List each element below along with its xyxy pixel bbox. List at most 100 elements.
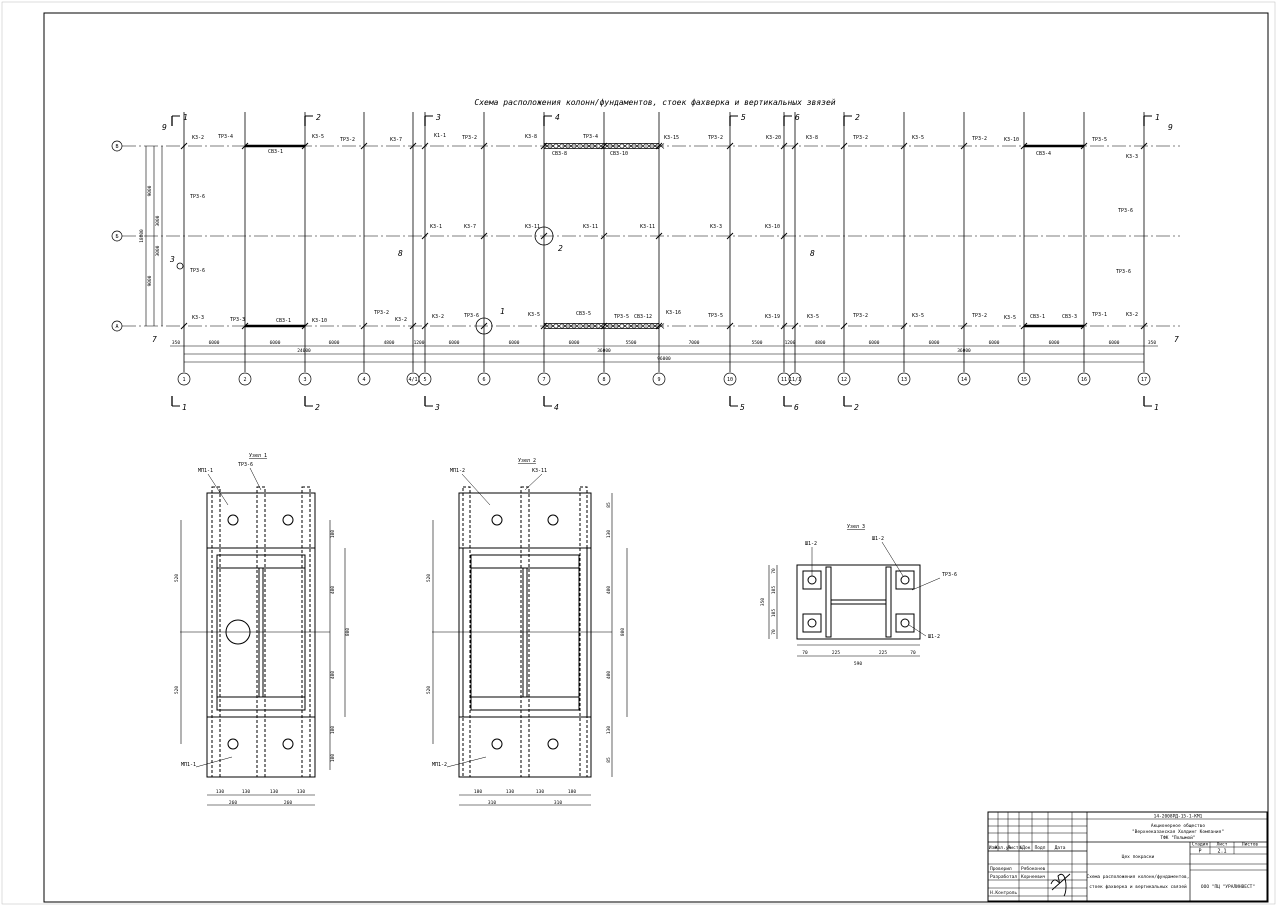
tick-bot-11 bbox=[780, 322, 788, 330]
node1-dim-r3: 800 bbox=[345, 628, 351, 636]
row-bubble-В bbox=[111, 140, 123, 152]
section-top-label-6: 2 bbox=[855, 113, 860, 122]
group-dim-0: 24000 bbox=[297, 348, 311, 354]
title-block: 14-2008РД-15-1-КМ1 Акционерное общество … bbox=[987, 811, 1268, 902]
section-bot-label-0: 1 bbox=[182, 403, 187, 412]
top-label-19: К3-10 bbox=[1004, 137, 1019, 143]
tb-sheet-title-1: Схема расположения колонн/фундаментов, bbox=[1087, 874, 1190, 880]
tick-bot-12 bbox=[791, 322, 799, 330]
axis-bubble-3 bbox=[357, 372, 371, 386]
tb-head-data: Дата bbox=[1055, 845, 1066, 851]
section-top-label-4: 5 bbox=[741, 113, 746, 122]
truss-brace-0-1 bbox=[543, 323, 605, 329]
bot-label-12: К3-16 bbox=[666, 310, 681, 316]
top-label-18: ТР3-2 bbox=[972, 136, 987, 142]
tick-bot-15 bbox=[960, 322, 968, 330]
callout-circle-2 bbox=[534, 226, 554, 246]
bot-label-15: К3-5 bbox=[807, 314, 819, 320]
callout-circle-1 bbox=[475, 317, 493, 335]
node3-dim-b3: 225 bbox=[879, 650, 887, 656]
axis-number-2: 3 bbox=[303, 377, 306, 383]
top-label-5: К3-7 bbox=[390, 137, 402, 143]
tick-top-18 bbox=[1140, 142, 1148, 150]
tick-top-4 bbox=[409, 142, 417, 150]
tick-mid-3 bbox=[600, 232, 608, 240]
tick-top-12 bbox=[791, 142, 799, 150]
section-bot-label-3: 4 bbox=[554, 403, 559, 412]
bot-label-5: К3-2 bbox=[395, 317, 407, 323]
tick-top-7 bbox=[540, 142, 548, 150]
span-dim-7: 6000 bbox=[509, 340, 520, 346]
mid-label-10: ТР3-6 bbox=[1116, 269, 1131, 275]
axis-bubble-15 bbox=[957, 372, 971, 386]
tick-top-5 bbox=[421, 142, 429, 150]
mid-label-6: К3-11 bbox=[640, 224, 655, 230]
tick-top-3 bbox=[360, 142, 368, 150]
node3-dim-l1: 70 bbox=[771, 568, 777, 574]
axis-number-4: 4/1 bbox=[408, 377, 417, 383]
row-bubble-А bbox=[111, 320, 123, 332]
axis-bubble-13 bbox=[837, 372, 851, 386]
bot-label-18: ТР3-2 bbox=[972, 313, 987, 319]
side-mark-3: 7 bbox=[1174, 335, 1179, 344]
span-dim-18: 6000 bbox=[1109, 340, 1120, 346]
mid-label-5: К3-11 bbox=[583, 224, 598, 230]
tb-stage-val: Р bbox=[1198, 849, 1201, 855]
mid-label-9: ТР3-6 bbox=[1118, 208, 1133, 214]
node3-dim-b1: 70 bbox=[802, 650, 808, 656]
mid-label-8: К3-10 bbox=[765, 224, 780, 230]
node1-dim-r5: 100 bbox=[330, 726, 336, 734]
row-dim-3: 9000 bbox=[147, 275, 153, 286]
span-dim-9: 5500 bbox=[626, 340, 637, 346]
truss-brace-0-0 bbox=[543, 143, 605, 149]
node3-label-2: Ш1-2 bbox=[872, 536, 884, 542]
bot-label-16: ТР3-2 bbox=[853, 313, 868, 319]
node3-label-3: ТР3-6 bbox=[942, 572, 957, 578]
node2-dim-b4: 180 bbox=[568, 789, 576, 795]
axis-number-7: 7 bbox=[542, 377, 545, 383]
row-label-В: В bbox=[115, 144, 118, 150]
row-bubble-Б bbox=[111, 230, 123, 242]
tick-mid-1 bbox=[480, 232, 488, 240]
axis-number-12: 11/1 bbox=[789, 377, 801, 383]
bot-label-9: СВ3-5 bbox=[576, 311, 591, 317]
tick-top-11 bbox=[780, 142, 788, 150]
row-dim-1: 3000 bbox=[155, 215, 161, 226]
tb-building: Цех покраски bbox=[1122, 854, 1155, 860]
plan-title: Схема расположения колонн/фундаментов, с… bbox=[474, 98, 835, 107]
top-label-3: К3-5 bbox=[312, 134, 324, 140]
top-label-15: К3-8 bbox=[806, 135, 818, 141]
mid-label-3: К3-7 bbox=[464, 224, 476, 230]
node3-dim-l2: 105 bbox=[771, 586, 777, 594]
detail-node-3: Узел 3 Ш1-2 Ш1-2 ТР3-6 Ш1-2 70 225 225 7… bbox=[760, 524, 957, 667]
axis-bubble-16 bbox=[1017, 372, 1031, 386]
callout-label-3: 3 bbox=[169, 255, 175, 264]
axis-number-16: 15 bbox=[1021, 377, 1027, 383]
plan-grid bbox=[111, 112, 1180, 407]
row-dim-2: 3000 bbox=[155, 245, 161, 256]
axis-bubble-1 bbox=[238, 372, 252, 386]
tb-name-1: Рябоконев bbox=[1021, 865, 1046, 872]
bot-label-13: ТР3-5 bbox=[708, 313, 723, 319]
node2-dim-b2: 130 bbox=[506, 789, 514, 795]
span-dim-14: 6000 bbox=[869, 340, 880, 346]
top-label-6: К1-1 bbox=[434, 133, 446, 139]
axis-number-14: 13 bbox=[901, 377, 907, 383]
top-label-22: К3-3 bbox=[1126, 154, 1138, 160]
node2-dim-r2: 800 bbox=[620, 628, 626, 636]
tb-code: 14-2008РД-15-1-КМ1 bbox=[1154, 814, 1203, 820]
tick-top-8 bbox=[600, 142, 608, 150]
axis-bubble-10 bbox=[723, 372, 737, 386]
callout-label-2: 2 bbox=[558, 244, 563, 253]
axis-bubble-2 bbox=[298, 372, 312, 386]
mid-label-0: ТР3-6 bbox=[190, 194, 205, 200]
section-top-label-0: 1 bbox=[183, 113, 188, 122]
node3-title: Узел 3 bbox=[847, 524, 865, 530]
tick-mid-5 bbox=[726, 232, 734, 240]
callout-circle-3 bbox=[176, 262, 184, 270]
node2-dim-t2: 310 bbox=[554, 800, 562, 806]
top-label-21: ТР3-5 bbox=[1092, 137, 1107, 143]
span-dim-11: 5500 bbox=[752, 340, 763, 346]
top-label-14: К3-20 bbox=[766, 135, 781, 141]
mid-label-1: ТР3-6 bbox=[190, 268, 205, 274]
